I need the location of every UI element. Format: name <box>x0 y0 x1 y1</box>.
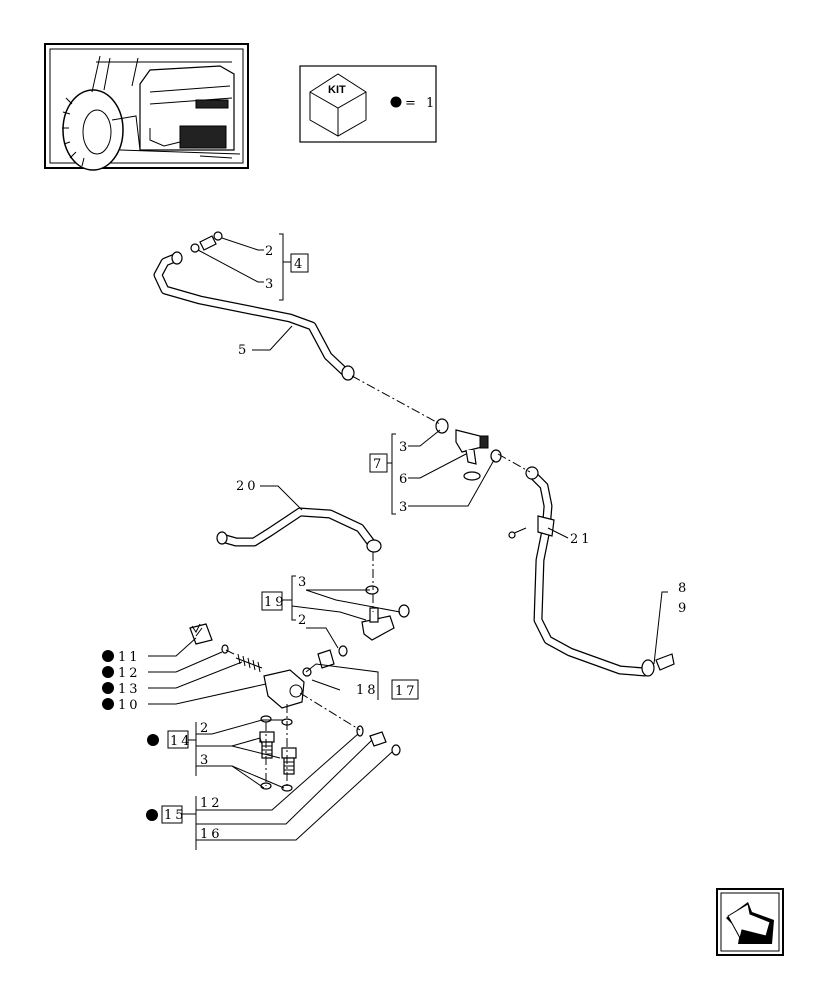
pipe-8 <box>508 466 675 677</box>
kit-bullet-icon <box>146 809 158 821</box>
adapter-fittings-15 <box>356 725 401 756</box>
callout-6: 6 <box>399 472 410 487</box>
tractor-thumbnail <box>44 43 249 171</box>
kit-bullet-icon <box>147 734 159 746</box>
kit-bullets <box>102 650 159 821</box>
callout-18: 18 <box>356 683 379 698</box>
callout-10: 10 <box>118 698 141 713</box>
callout-15: 15 <box>164 808 187 823</box>
callout-2: 2 <box>265 244 276 259</box>
callout-16: 16 <box>200 827 223 842</box>
arrow-right-icon <box>726 902 774 944</box>
next-page-button[interactable] <box>716 888 784 956</box>
callout-3: 3 <box>265 277 276 292</box>
callout-3: 3 <box>298 575 309 590</box>
callout-3: 3 <box>399 440 410 455</box>
leader-lines <box>148 233 668 850</box>
assembly-flow-lines <box>225 375 531 788</box>
kit-label: KIT <box>328 84 346 96</box>
banjo-fitting-6 <box>435 418 502 481</box>
callout-9: 9 <box>678 601 689 616</box>
callout-7: 7 <box>373 457 384 472</box>
kit-bullet-icon <box>390 96 402 108</box>
callout-5: 5 <box>238 343 249 358</box>
callout-17: 17 <box>395 684 418 699</box>
callout-2: 2 <box>298 613 309 628</box>
tee-fitting-19 <box>302 585 410 677</box>
union-fitting-top <box>190 231 223 253</box>
callout-3: 3 <box>200 753 211 768</box>
callout-4: 4 <box>294 257 305 272</box>
kit-bullet-icon <box>102 666 114 678</box>
callout-8: 8 <box>678 581 689 596</box>
callout-21: 21 <box>570 532 593 547</box>
callout-2: 2 <box>200 721 211 736</box>
kit-bullet-icon <box>102 650 114 662</box>
kit-bullet-icon <box>102 698 114 710</box>
callout-11: 11 <box>118 650 141 665</box>
callout-19: 19 <box>264 595 287 610</box>
callout-12: 12 <box>200 796 223 811</box>
valve-assembly <box>189 623 305 709</box>
callout-labels: 2 3 4 5 3 7 6 3 20 21 8 9 3 19 2 11 12 1… <box>118 244 689 842</box>
pipe-5 <box>153 251 355 381</box>
callout-14: 14 <box>170 734 193 749</box>
pipe-20 <box>216 507 382 553</box>
callout-3: 3 <box>399 500 410 515</box>
callout-12: 12 <box>118 666 141 681</box>
kit-bullet-icon <box>102 682 114 694</box>
callout-20: 20 <box>236 479 259 494</box>
kit-legend-box: KIT = 1 <box>299 65 437 143</box>
callout-13: 13 <box>118 682 141 697</box>
kit-legend-text: = 1 <box>405 96 437 111</box>
